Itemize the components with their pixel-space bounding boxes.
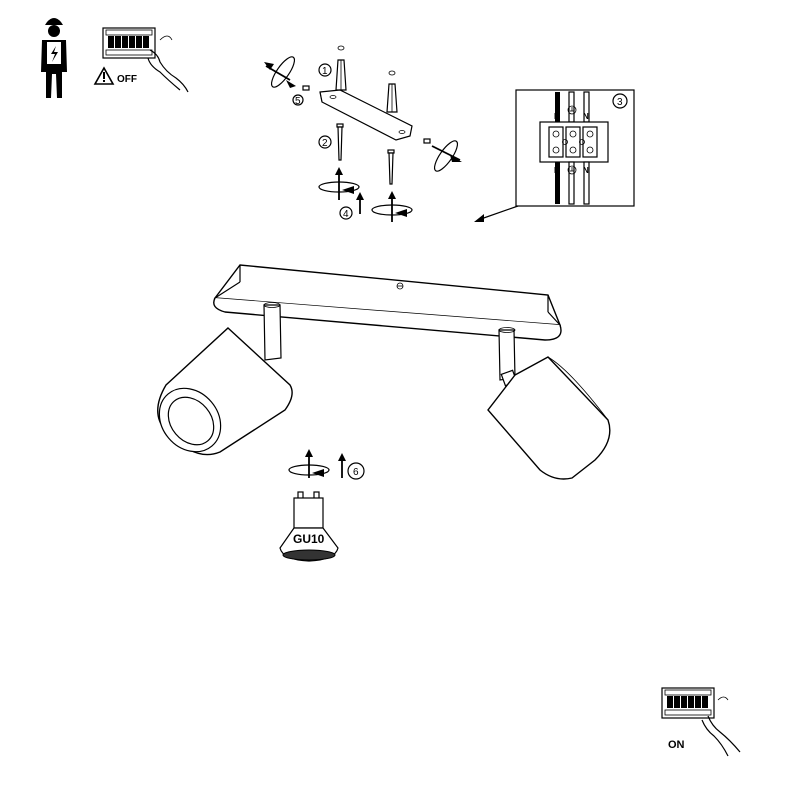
svg-text:5: 5 bbox=[295, 96, 301, 107]
wall-plug-left bbox=[335, 45, 347, 91]
svg-text:3: 3 bbox=[617, 97, 623, 108]
lamp-fixture bbox=[157, 264, 611, 480]
power-off-label: OFF bbox=[117, 74, 137, 85]
terminal-block-panel bbox=[515, 89, 635, 207]
terminal-label-n-bottom: N bbox=[583, 166, 589, 175]
svg-text:6: 6 bbox=[353, 467, 359, 478]
step-badge-6: 6 bbox=[347, 462, 365, 480]
fuse-box-on-icon bbox=[661, 687, 741, 757]
rotation-arrow-left bbox=[318, 167, 360, 200]
bulb-label: GU10 bbox=[293, 532, 325, 546]
terminal-label-l-bottom: L bbox=[554, 166, 559, 175]
wall-plug-right bbox=[386, 70, 398, 113]
fuse-box-icon bbox=[102, 27, 189, 93]
terminal-label-n-top: N bbox=[583, 112, 589, 121]
step-badge-5: 5 bbox=[292, 94, 304, 107]
step-badge-1: 1 bbox=[318, 63, 332, 77]
electrician-icon bbox=[41, 18, 67, 98]
gu10-bulb bbox=[279, 449, 346, 562]
svg-text:2: 2 bbox=[322, 138, 328, 149]
terminal-label-l-top: L bbox=[554, 112, 559, 121]
step-badge-3: 3 bbox=[612, 93, 628, 109]
svg-text:4: 4 bbox=[343, 209, 349, 220]
pointer-arrow bbox=[474, 205, 519, 222]
screw-right bbox=[387, 149, 395, 185]
rotation-arrow-right bbox=[371, 191, 413, 222]
svg-text:1: 1 bbox=[322, 66, 328, 77]
power-on-label: ON bbox=[668, 739, 685, 751]
small-screw-right bbox=[423, 138, 462, 172]
screw-left bbox=[336, 123, 344, 161]
step-badge-2: 2 bbox=[318, 135, 332, 149]
warning-triangle-icon bbox=[93, 66, 115, 85]
step-badge-4: 4 bbox=[339, 206, 353, 220]
mounting-bracket-assembly bbox=[264, 45, 462, 222]
small-screw-left bbox=[264, 56, 310, 91]
